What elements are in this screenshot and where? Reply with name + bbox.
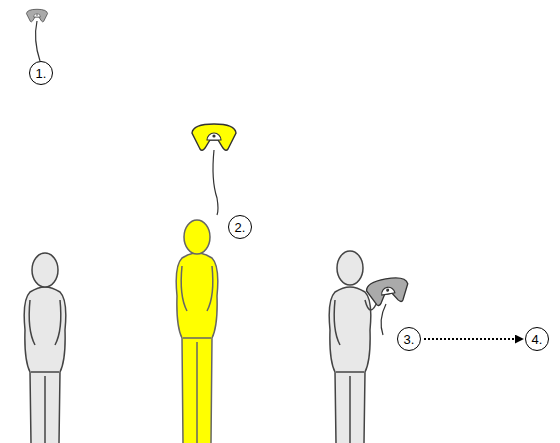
- callout-circle: 2.: [228, 215, 252, 239]
- person-left: [24, 253, 66, 443]
- callout-number: 2.: [235, 221, 246, 234]
- callout-circle: 1.: [29, 61, 53, 85]
- callout-circle: 3.: [397, 327, 421, 351]
- person-center: [176, 220, 218, 443]
- callout-number: 4.: [532, 333, 543, 346]
- dotted-arrow: [424, 338, 523, 340]
- object-highlighted: [192, 124, 236, 215]
- object-far: [26, 9, 47, 61]
- callout-number: 3.: [404, 333, 415, 346]
- callout-number: 1.: [36, 67, 47, 80]
- person-right: [329, 251, 378, 443]
- callout-circle: 4.: [525, 327, 549, 351]
- object-held: [365, 275, 411, 335]
